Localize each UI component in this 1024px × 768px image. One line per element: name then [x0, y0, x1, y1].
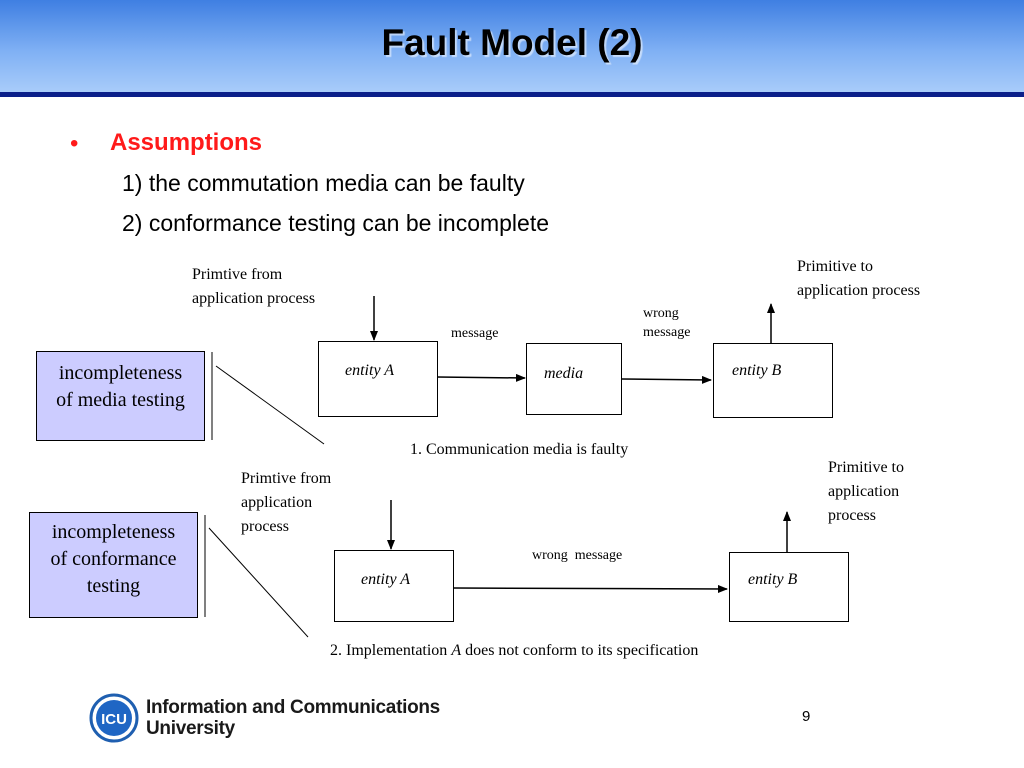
logo-line-1: Information and Communications [146, 697, 440, 718]
d2-entity-a-label: entity A [361, 571, 411, 588]
d2-pointer [208, 527, 309, 638]
assumption-item-2: 2) conformance testing can be incomplete [122, 210, 550, 236]
assumption-item-1: 1) the commutation media can be faulty [122, 170, 525, 196]
d2-output-label: Primitive to application process [828, 459, 904, 524]
slide-title: Fault Model (2) [381, 22, 643, 63]
d1-entity-b-box: entity B [713, 343, 833, 418]
d1-pointer [215, 365, 325, 445]
d1-media-label: media [544, 365, 584, 382]
d1-entity-b-label: entity B [732, 362, 782, 379]
d1-caption: 1. Communication media is faulty [410, 441, 629, 458]
d2-wrong-message-label: wrong message [532, 548, 623, 563]
d2-entity-b-box: entity B [729, 552, 849, 622]
d2-side-box: incompleteness of conformance testing [29, 512, 198, 618]
bullet-dot: • [70, 130, 79, 157]
logo-badge-text: ICU [101, 711, 127, 728]
d1-entity-a-box: entity A [318, 341, 438, 417]
d2-input-label: Primtive from application process [241, 470, 332, 535]
d1-message-label: message [451, 326, 499, 341]
d1-entity-a-label: entity A [345, 362, 395, 379]
d1-output-label: Primitive to application process [797, 258, 921, 299]
d1-wrong-message-arrow [621, 375, 712, 384]
page-number: 9 [802, 708, 811, 725]
d1-input-label: Primtive from application process [192, 266, 316, 307]
d1-message-arrow [436, 373, 526, 382]
d1-side-box: incompleteness of media testing [36, 351, 205, 441]
assumptions-heading: Assumptions [110, 129, 263, 156]
d2-wrong-message-arrow [453, 584, 728, 593]
d1-media-box: media [526, 343, 622, 415]
d2-entity-a-box: entity A [334, 550, 454, 622]
d2-caption: 2. Implementation A does not conform to … [330, 642, 699, 659]
logo-line-2: University [146, 718, 235, 739]
title-divider [0, 92, 1024, 97]
d2-entity-b-label: entity B [748, 571, 798, 588]
d1-wrong-message-label: wrong message [643, 306, 691, 340]
title-bar [0, 0, 1024, 92]
